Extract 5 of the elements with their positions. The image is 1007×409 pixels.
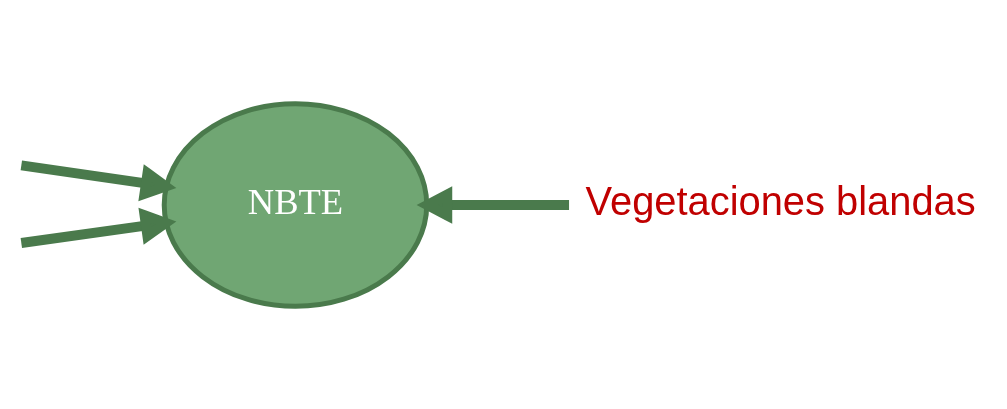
arrow	[20, 159, 177, 201]
arrow	[416, 185, 570, 224]
arrow	[20, 207, 177, 248]
node-ellipse: NBTE	[161, 100, 430, 309]
node-text: Vegetaciones blandas	[585, 178, 976, 223]
